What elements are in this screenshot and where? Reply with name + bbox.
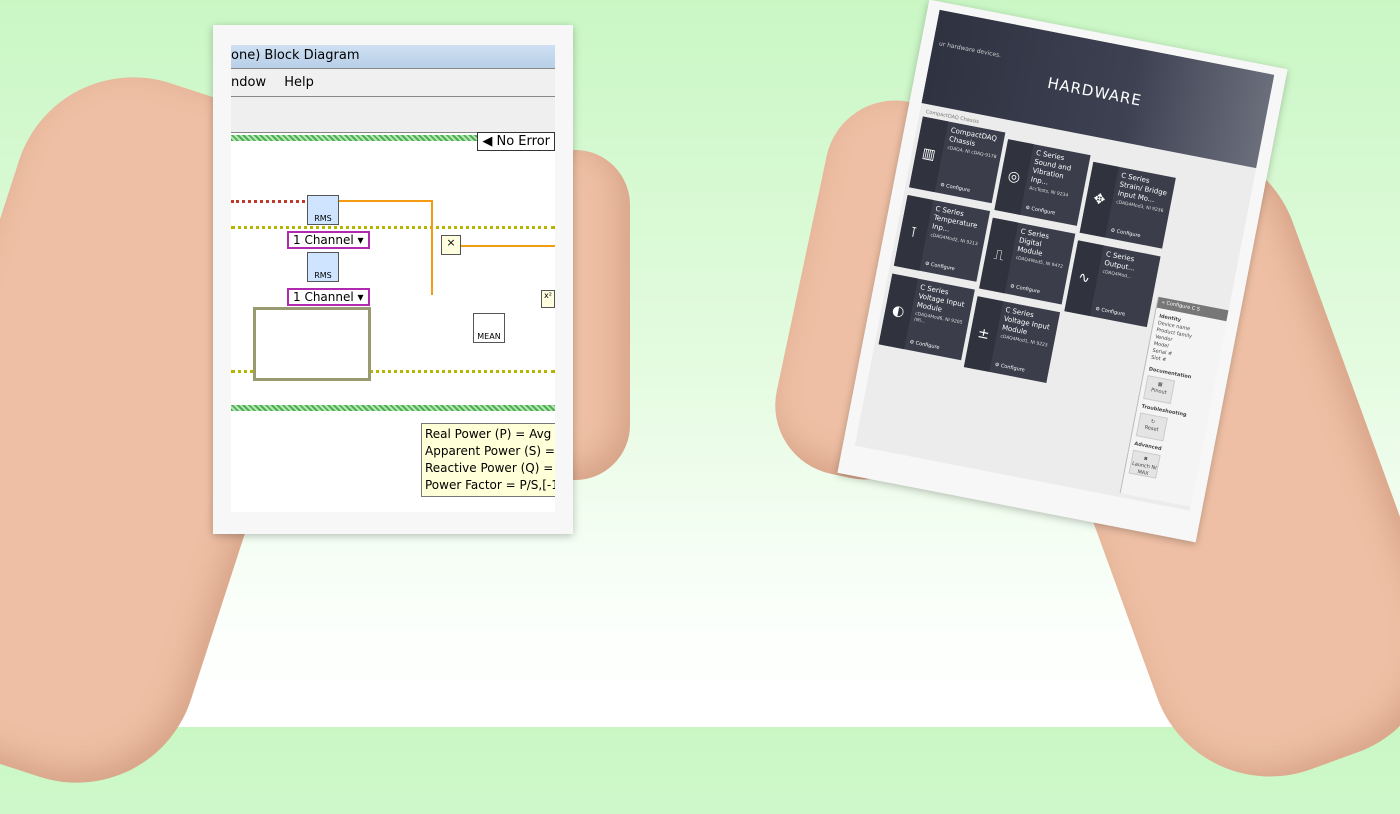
multiply-node[interactable]: × xyxy=(441,235,461,255)
configure-link[interactable]: ⚙ Configure xyxy=(1094,306,1126,318)
orange-wire xyxy=(461,245,555,247)
signal-wire xyxy=(231,370,555,373)
arrow-left-icon: ◀ xyxy=(482,134,497,149)
configure-link[interactable]: ⚙ Configure xyxy=(924,260,956,273)
configure-link[interactable]: ⚙ Configure xyxy=(994,361,1026,374)
rms-node[interactable]: RMS xyxy=(307,252,339,282)
formula-comment: Real Power (P) = Avg of Apparent Power (… xyxy=(421,423,555,497)
gear-icon: ⚙ xyxy=(924,260,930,268)
configure-link[interactable]: ⚙ Configure xyxy=(1110,227,1141,240)
hardware-tile[interactable]: ⊺C Series Temperature Inp...cDAQ4Mod2, N… xyxy=(893,195,991,282)
channel-selector[interactable]: 1 Channel ▾ xyxy=(287,288,370,306)
gear-icon: ⚙ xyxy=(1110,227,1116,235)
configure-link[interactable]: ⚙ Configure xyxy=(909,339,940,351)
signal-wire xyxy=(231,226,555,229)
hardware-tile[interactable]: ✥C Series Strain/ Bridge Input Mo...cDAQ… xyxy=(1079,161,1176,249)
pinout-button[interactable]: ▦Pinout xyxy=(1143,375,1176,405)
channel-selector[interactable]: 1 Channel ▾ xyxy=(287,231,370,249)
gear-icon: ⚙ xyxy=(1024,204,1031,212)
hardware-tile[interactable]: ∿C Series Output...cDAQ4Mod...⚙ Configur… xyxy=(1064,240,1161,328)
loop-structure xyxy=(253,307,371,381)
gear-icon: ⚙ xyxy=(909,339,915,346)
gear-icon: ⚙ xyxy=(994,361,1000,369)
window-title: one) Block Diagram xyxy=(231,45,555,69)
gear-icon: ⚙ xyxy=(1009,283,1016,291)
rms-node[interactable]: RMS xyxy=(307,195,339,225)
gear-icon: ⚙ xyxy=(1094,306,1101,313)
menu-window[interactable]: ndow xyxy=(231,75,267,90)
configure-link[interactable]: ⚙ Configure xyxy=(1024,204,1056,217)
reset-button[interactable]: ↻Reset xyxy=(1135,412,1168,442)
toolbar xyxy=(231,97,555,133)
signal-wire xyxy=(231,200,311,203)
configure-link[interactable]: ⚙ Configure xyxy=(1009,283,1041,296)
orange-wire xyxy=(333,200,433,295)
error-cluster-wire-bottom xyxy=(231,405,555,411)
error-indicator[interactable]: ◀ No Error xyxy=(477,132,555,151)
gear-icon: ⚙ xyxy=(939,182,946,189)
hardware-screen: ur hardware devices. HARDWARE CompactDAQ… xyxy=(854,9,1275,511)
menu-help[interactable]: Help xyxy=(284,75,314,90)
configure-link[interactable]: ⚙ Configure xyxy=(939,182,971,194)
block-diagram-window: one) Block Diagram ndow Help ◀ No Error … xyxy=(231,45,555,512)
page-title: HARDWARE xyxy=(1045,73,1144,110)
mean-node[interactable]: MEAN xyxy=(473,313,505,343)
block-diagram-card: one) Block Diagram ndow Help ◀ No Error … xyxy=(213,25,573,534)
error-cluster-wire-top xyxy=(231,135,491,141)
launch-max-button[interactable]: ✖Launch NI MAX xyxy=(1128,449,1161,479)
hardware-tile[interactable]: ◎C Series Sound and Vibration Inp...AccT… xyxy=(994,139,1091,226)
menu-bar: ndow Help xyxy=(231,69,555,97)
square-node[interactable]: x² xyxy=(541,290,555,308)
